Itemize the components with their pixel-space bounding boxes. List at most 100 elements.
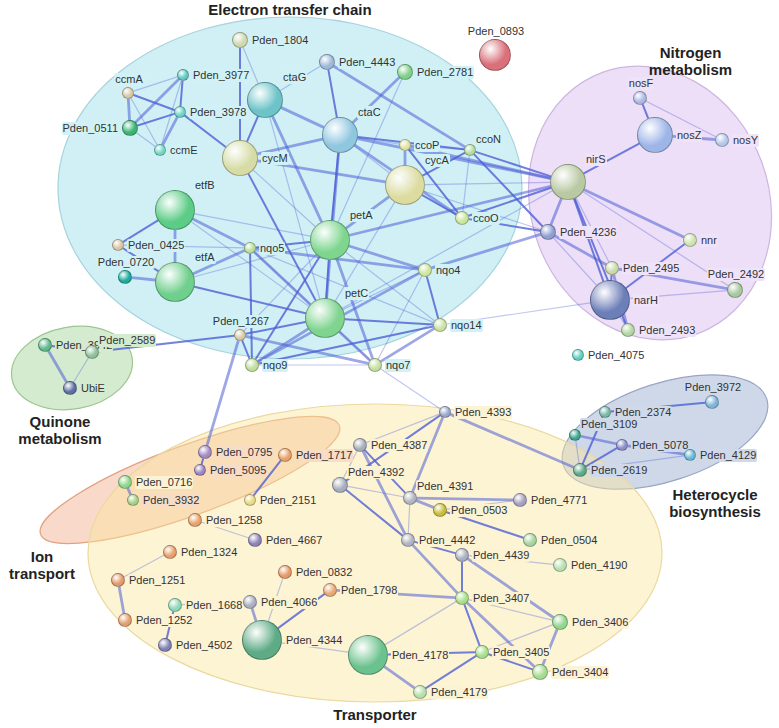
protein-label: ctaC: [357, 106, 382, 119]
protein-node: Pden_5095: [194, 464, 206, 476]
protein-node: nosY: [715, 133, 729, 147]
protein-label: petC: [344, 287, 369, 300]
protein-node: nosZ: [637, 117, 673, 153]
protein-label: Pden_1251: [128, 574, 186, 587]
protein-node: Pden_4075: [572, 349, 584, 361]
protein-label: Pden_1717: [295, 449, 353, 462]
protein-label: nnr: [700, 234, 718, 247]
protein-node: Pden_2151: [244, 494, 256, 506]
protein-label: ctaG: [282, 71, 307, 84]
cluster-heading: Quinone metabolism: [15, 413, 105, 447]
protein-node: Pden_1324: [163, 545, 177, 559]
protein-label: ccmA: [114, 73, 144, 86]
protein-label: Pden_0716: [135, 476, 193, 489]
protein-node: Pden_4443: [319, 54, 335, 70]
protein-label: nirS: [585, 153, 607, 166]
protein-node: ccoO: [455, 211, 469, 225]
protein-label: Pden_4387: [370, 439, 428, 452]
protein-label: Pden_1324: [180, 546, 238, 559]
protein-node: etfA: [155, 262, 195, 302]
protein-node: Pden_1668: [168, 598, 182, 612]
protein-node: Pden_3972: [705, 395, 719, 409]
cluster-heading: Electron transfer chain: [190, 1, 390, 18]
cluster-heading: Transporter: [300, 706, 450, 723]
protein-node: ccoP: [399, 139, 411, 151]
interaction-edge: [381, 369, 440, 409]
protein-node: Pden_0503: [433, 503, 447, 517]
protein-label: Pden_4392: [347, 466, 405, 479]
protein-node: nqo9: [245, 358, 259, 372]
protein-label: Pden_1804: [251, 34, 309, 47]
protein-label: nosF: [628, 77, 654, 90]
protein-node: Pden_4387: [353, 438, 367, 452]
protein-label: UbiE: [80, 382, 106, 395]
protein-label: Pden_2781: [416, 66, 474, 79]
cluster-region: Quinone metabolismPden_3942Pden_2589UbiE: [10, 326, 134, 410]
protein-label: Pden_3404: [551, 666, 609, 679]
protein-node: cycA: [385, 165, 425, 205]
protein-label: Pden_2151: [259, 494, 317, 507]
protein-node: Pden_1251: [111, 573, 125, 587]
protein-node: Pden_3932: [127, 494, 139, 506]
protein-label: nosY: [732, 134, 759, 147]
region-ellipse: [88, 404, 662, 702]
protein-node: Pden_3942: [38, 338, 52, 352]
cluster-heading: Nitrogen metabolism: [628, 44, 753, 78]
protein-label: Pden_3405: [492, 646, 550, 659]
protein-label: Pden_0795: [215, 446, 273, 459]
protein-node: Pden_4236: [540, 224, 556, 240]
protein-label: Pden_2495: [622, 262, 680, 275]
protein-node: Pden_1798: [323, 583, 337, 597]
protein-node: nosF: [633, 91, 647, 105]
protein-node: Pden_4391: [403, 491, 417, 505]
protein-node: nirS: [550, 164, 586, 200]
protein-label: Pden_0503: [450, 504, 508, 517]
protein-node: Pden_4179: [413, 685, 427, 699]
protein-label: Pden_4771: [530, 494, 588, 507]
protein-node: Pden_2619: [573, 463, 587, 477]
protein-label: Pden_4502: [175, 639, 233, 652]
protein-label: ccmE: [169, 144, 199, 157]
protein-label: etfA: [194, 251, 216, 264]
protein-node: petC: [305, 298, 345, 338]
cluster-region: Nitrogen metabolismnosFnosZnosYnirSPden_…: [530, 63, 770, 343]
protein-node: nqo14: [433, 318, 447, 332]
protein-node: Pden_2589: [85, 345, 99, 359]
protein-node: ccoN: [464, 144, 476, 156]
protein-label: narH: [633, 294, 659, 307]
protein-node: Pden_0832: [278, 565, 292, 579]
protein-label: ccoO: [472, 212, 500, 225]
protein-label: Pden_4439: [472, 549, 530, 562]
protein-node: ctaC: [322, 117, 358, 153]
protein-node: Pden_1267: [234, 329, 246, 341]
protein-node: Pden_3404: [532, 664, 548, 680]
protein-node: Pden_3109: [569, 429, 581, 441]
protein-node: nqo5: [244, 242, 256, 254]
protein-node: Pden_2495: [605, 261, 619, 275]
protein-label: cycA: [424, 154, 450, 167]
protein-node: nqo4: [418, 263, 432, 277]
protein-label: Pden_4066: [260, 596, 318, 609]
protein-label: Pden_1258: [205, 514, 263, 527]
protein-label: Pden_2492: [707, 268, 765, 281]
region-ellipse: [5, 317, 139, 419]
protein-node: Pden_0511: [122, 120, 138, 136]
protein-node: Pden_4667: [248, 533, 262, 547]
protein-label: nqo4: [435, 264, 461, 277]
protein-node: nnr: [683, 233, 697, 247]
protein-node: Pden_3977: [177, 69, 189, 81]
protein-node: Pden_4066: [243, 595, 257, 609]
protein-label: Pden_2493: [638, 324, 696, 337]
protein-label: etfB: [194, 179, 216, 192]
protein-node: Pden_3405: [475, 645, 489, 659]
protein-node: Pden_1252: [118, 613, 132, 627]
cluster-region: Electron transfer chainccmAPden_3977Pden…: [57, 16, 523, 360]
protein-node: Pden_1258: [188, 513, 202, 527]
cluster-heading: Heterocycle biosynthesis: [655, 486, 775, 520]
protein-label: Pden_3406: [571, 616, 629, 629]
protein-label: Pden_1267: [212, 315, 270, 328]
protein-node: Pden_4442: [401, 533, 415, 547]
protein-label: nqo5: [259, 242, 285, 255]
protein-label: Pden_3407: [472, 592, 530, 605]
protein-label: Pden_4391: [416, 480, 474, 493]
